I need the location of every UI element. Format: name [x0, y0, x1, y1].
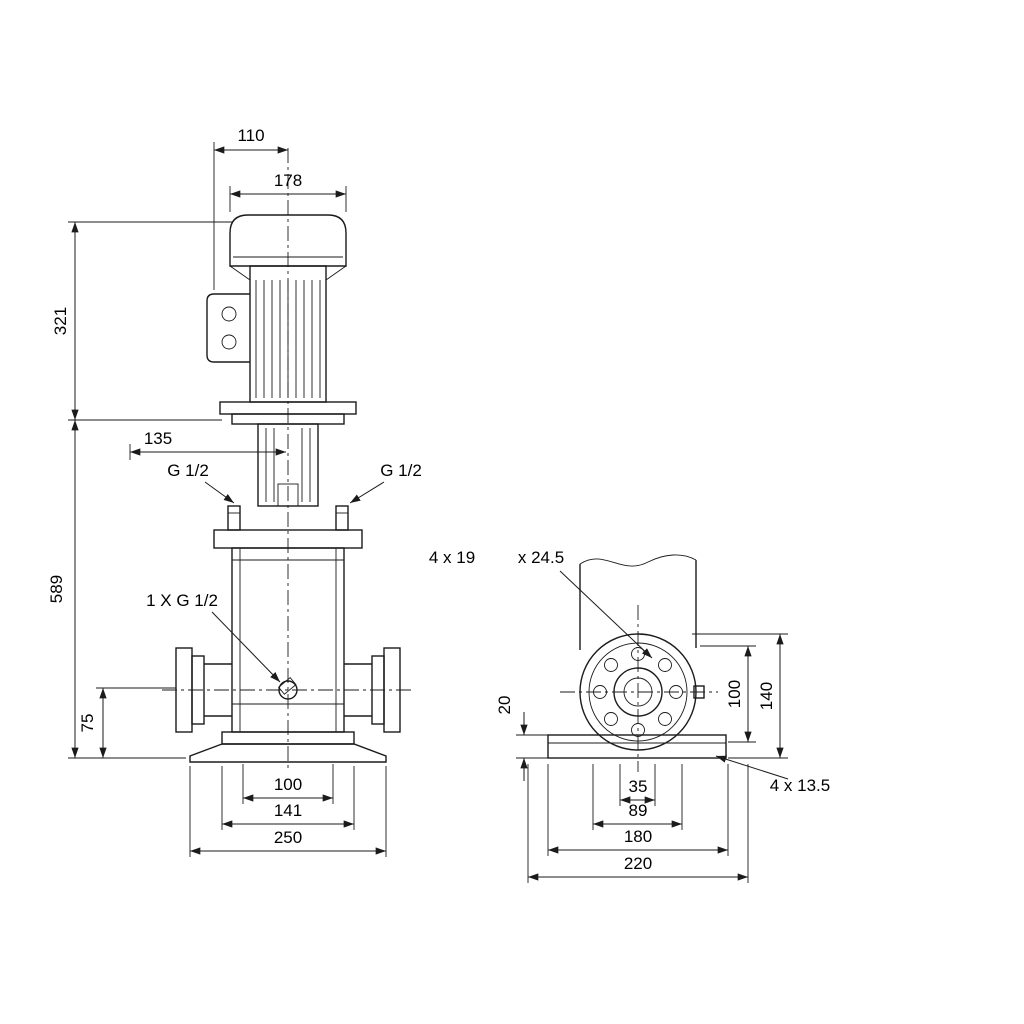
- dim-89-label: 89: [629, 801, 648, 820]
- terminal-box-bolt: [221, 334, 237, 350]
- port-right-leader: [349, 481, 385, 504]
- dim-100-side-label: 100: [725, 680, 744, 708]
- dim-110-label: 110: [237, 126, 264, 145]
- base-plate-side: [547, 734, 727, 759]
- dim-180-label: 180: [624, 827, 652, 846]
- base-hole-callout: 4 x 13.5: [770, 776, 831, 795]
- port-left-label: G 1/2: [167, 461, 209, 480]
- port-right-label: G 1/2: [380, 461, 422, 480]
- flange-hole-callout: 4 x 19: [429, 548, 475, 567]
- dim-178-label: 178: [274, 171, 302, 190]
- motor: [206, 214, 357, 425]
- dim-135-label: 135: [144, 429, 172, 448]
- side-view: 4 x 19 x 24.5 20 100 140 4 x 13.5 35 89: [429, 548, 830, 883]
- flange-depth-callout: x 24.5: [518, 548, 564, 567]
- terminal-box: [206, 293, 250, 363]
- drain-leader: [211, 611, 281, 683]
- flange-hole-leader: [559, 570, 653, 659]
- front-view: 110 178 321 589 135 75 100 141: [47, 126, 422, 857]
- port-plug-left: [227, 505, 241, 531]
- pump-column-side: [579, 554, 697, 650]
- motor-fins: [255, 280, 321, 398]
- motor-cap: [229, 214, 347, 267]
- dim-140-label: 140: [757, 682, 776, 710]
- dim-75-label: 75: [78, 714, 97, 733]
- break-line: [579, 554, 697, 567]
- dim-589-label: 589: [47, 575, 66, 603]
- dim-100-front-label: 100: [274, 775, 302, 794]
- port-left-leader: [204, 481, 235, 504]
- terminal-box-bolt: [221, 306, 237, 322]
- dim-141-label: 141: [274, 801, 302, 820]
- dim-250-label: 250: [274, 828, 302, 847]
- dim-220-label: 220: [624, 854, 652, 873]
- dim-20-label: 20: [495, 696, 514, 715]
- dim-321-label: 321: [51, 307, 70, 335]
- port-plug-right: [335, 505, 349, 531]
- dim-35-label: 35: [629, 777, 648, 796]
- base-hole-leader: [715, 755, 789, 780]
- drain-label: 1 X G 1/2: [146, 591, 218, 610]
